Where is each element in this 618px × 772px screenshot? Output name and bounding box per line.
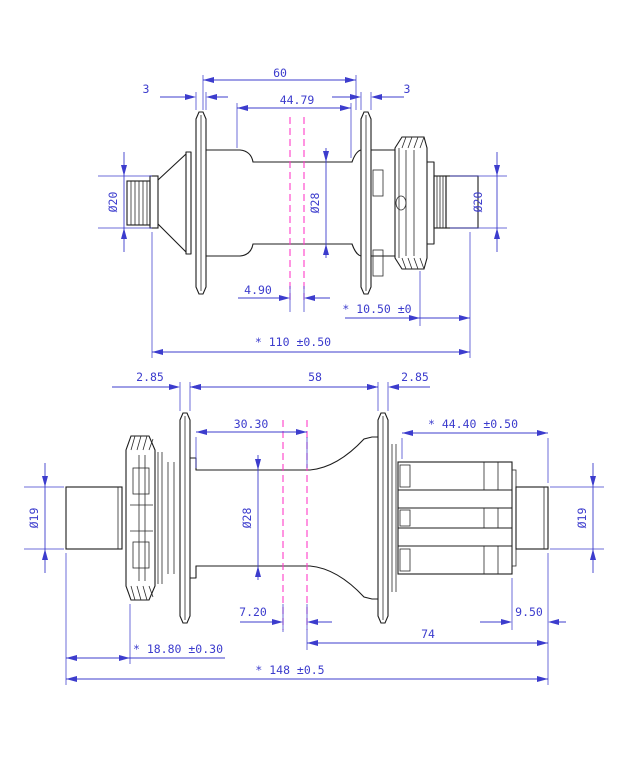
dim-front-rotor-offset: * 10.50 ±0 xyxy=(342,232,471,358)
front-dim-center-offset: 4.90 xyxy=(244,283,272,297)
dim-front-flange-left: 3 xyxy=(143,82,228,110)
front-dim-axle-dia-right: Ø20 xyxy=(471,192,485,213)
rear-hub-centerlines xyxy=(282,420,308,630)
front-hub-dimensions: 60 3 44.79 3 xyxy=(98,66,507,358)
rear-dim-flange-left: 2.85 xyxy=(136,370,164,384)
dim-rear-center-offset: 30.30 xyxy=(195,417,308,468)
front-dim-flange-spacing: 60 xyxy=(273,66,287,80)
rear-dim-flange-right: 2.85 xyxy=(401,370,429,384)
rear-dim-shell-dia: Ø28 xyxy=(240,508,254,529)
dim-front-center-offset: 4.90 xyxy=(238,283,330,312)
dim-rear-overall-length: * 148 ±0.5 xyxy=(65,553,549,685)
rear-hub-dimensions: 2.85 58 2.85 30.30 xyxy=(24,370,604,685)
front-dim-axle-dia-left: Ø20 xyxy=(106,192,120,213)
front-dim-overall-length: * 110 ±0.50 xyxy=(255,335,331,349)
rear-dim-bearing-offset: 7.20 xyxy=(239,605,267,619)
dim-rear-drive-span: 74 xyxy=(307,627,548,646)
rear-dim-flange-spacing: 58 xyxy=(308,370,322,384)
rear-dim-rotor-offset: * 18.80 ±0.30 xyxy=(133,642,223,656)
front-hub-geometry xyxy=(126,111,479,295)
rear-dim-freehub-length: * 44.40 ±0.50 xyxy=(428,417,518,431)
front-dim-bearing-span: 44.79 xyxy=(280,93,315,107)
dim-rear-flange-right: 2.85 xyxy=(367,370,430,411)
rear-dim-axle-dia-right: Ø19 xyxy=(575,508,589,529)
dim-front-overall-length: * 110 ±0.50 xyxy=(151,232,470,358)
dim-front-shell-dia: Ø28 xyxy=(308,148,329,258)
front-dim-rotor-offset: * 10.50 ±0 xyxy=(342,302,411,316)
dim-front-flange-right: 3 xyxy=(332,82,411,110)
dim-rear-shell-dia: Ø28 xyxy=(240,455,261,580)
dim-rear-flange-spacing: 58 xyxy=(190,370,378,390)
rear-dim-drive-span: 74 xyxy=(421,627,435,641)
rear-dim-end-offset: 9.50 xyxy=(515,605,543,619)
dim-front-axle-dia-left: Ø20 xyxy=(98,152,152,252)
dim-rear-bearing-offset: 7.20 xyxy=(239,604,332,650)
rear-hub-geometry xyxy=(65,412,549,624)
dim-rear-freehub-length: * 44.40 ±0.50 xyxy=(401,417,549,483)
dim-rear-end-offset: 9.50 xyxy=(480,578,566,630)
dim-rear-axle-dia-right: Ø19 xyxy=(550,463,604,573)
front-hub-centerlines xyxy=(289,117,305,303)
rear-dim-center-offset: 30.30 xyxy=(234,417,269,431)
rear-dim-axle-dia-left: Ø19 xyxy=(27,508,41,529)
dim-rear-flange-left: 2.85 xyxy=(112,370,206,411)
rear-dim-overall-length: * 148 ±0.5 xyxy=(255,663,324,677)
dim-front-bearing-span: 44.79 xyxy=(236,93,352,158)
dim-front-axle-dia-right: Ø20 xyxy=(450,152,507,252)
dim-rear-axle-dia-left: Ø19 xyxy=(24,463,64,573)
front-dim-flange-left: 3 xyxy=(143,82,150,96)
dim-front-flange-spacing: 60 xyxy=(202,66,357,110)
dim-rear-rotor-offset: * 18.80 ±0.30 xyxy=(66,604,225,664)
front-dim-shell-dia: Ø28 xyxy=(308,193,322,214)
front-dim-flange-right: 3 xyxy=(404,82,411,96)
